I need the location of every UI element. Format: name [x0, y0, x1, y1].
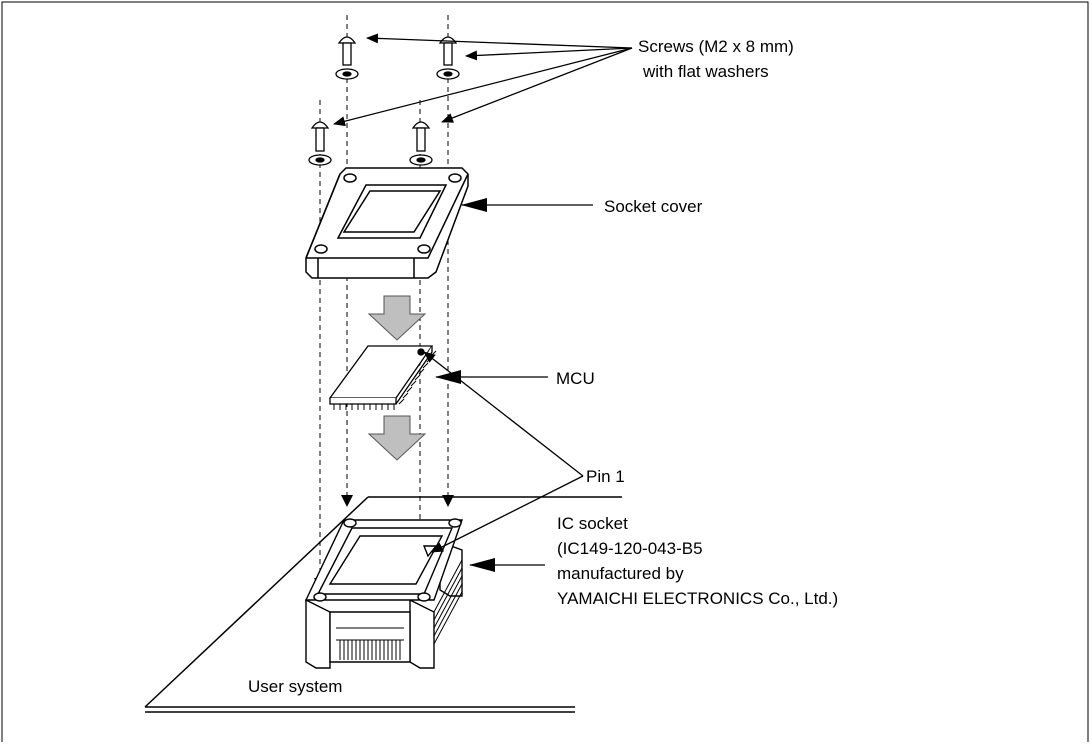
ic-socket-label-line4: YAMAICHI ELECTRONICS Co., Ltd.)	[557, 589, 838, 608]
socket-cover-label: Socket cover	[604, 197, 703, 216]
ic-socket-label-line2: (IC149-120-043-B5	[557, 539, 703, 558]
pin1-leader-arrows	[423, 351, 584, 553]
screws-leader-arrows	[333, 33, 633, 127]
mcu-label: MCU	[556, 369, 595, 388]
ic-socket-label-line3: manufactured by	[557, 564, 684, 583]
user-system-label: User system	[248, 677, 342, 696]
screw-top-left	[335, 36, 359, 80]
ic-socket-label-line1: IC socket	[557, 514, 628, 533]
user-system-board	[144, 496, 622, 713]
socket-cover	[305, 167, 469, 279]
ic-socket	[304, 518, 463, 669]
screws-label-line1: Screws (M2 x 8 mm)	[638, 37, 794, 56]
screw-top-right	[436, 36, 460, 80]
down-arrow-1	[367, 295, 427, 341]
down-arrow-2	[367, 415, 427, 461]
screw-mid-right	[409, 121, 433, 166]
screw-mid-left	[308, 121, 332, 166]
screws-label-line2: with flat washers	[642, 62, 769, 81]
pin1-label: Pin 1	[586, 467, 625, 486]
